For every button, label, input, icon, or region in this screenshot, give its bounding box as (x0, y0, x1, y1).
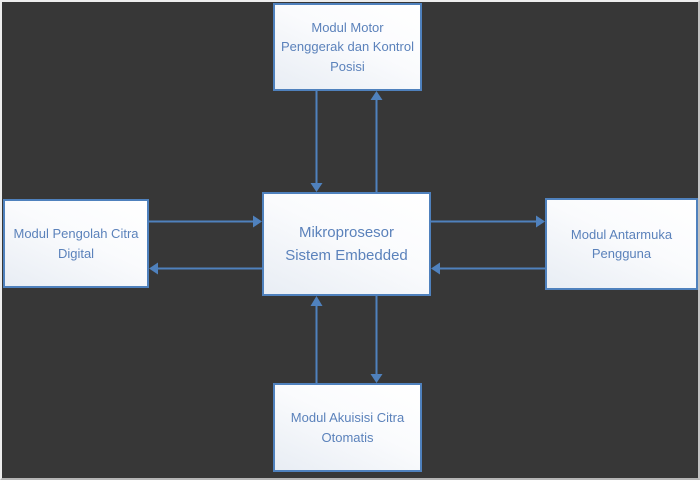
arrow-bottom-to-center-icon (310, 296, 323, 383)
arrow-top-to-center-icon (310, 91, 323, 192)
node-modul-antarmuka-label: Modul Antarmuka Pengguna (570, 226, 673, 262)
node-modul-pengolah-citra: Modul Pengolah Citra Digital (3, 199, 149, 288)
arrow-center-to-right-icon (431, 215, 545, 228)
arrow-left-to-center-icon (149, 215, 262, 228)
arrow-center-to-left-icon (149, 262, 262, 275)
node-modul-motor: Modul Motor Penggerak dan Kontrol Posisi (273, 3, 422, 91)
arrow-center-to-bottom-icon (370, 296, 383, 383)
node-modul-antarmuka: Modul Antarmuka Pengguna (545, 198, 698, 290)
node-modul-pengolah-citra-label: Modul Pengolah Citra Digital (13, 226, 139, 261)
node-modul-motor-label: Modul Motor Penggerak dan Kontrol Posisi (281, 19, 414, 74)
node-modul-akuisisi-citra: Modul Akuisisi Citra Otomatis (273, 383, 422, 472)
arrow-right-to-center-icon (431, 262, 545, 275)
node-mikroprosesor-label: Mikroprosesor Sistem Embedded (285, 223, 408, 264)
node-mikroprosesor: Mikroprosesor Sistem Embedded (262, 192, 431, 296)
arrow-center-to-top-icon (370, 91, 383, 192)
node-modul-akuisisi-citra-label: Modul Akuisisi Citra Otomatis (290, 410, 405, 445)
